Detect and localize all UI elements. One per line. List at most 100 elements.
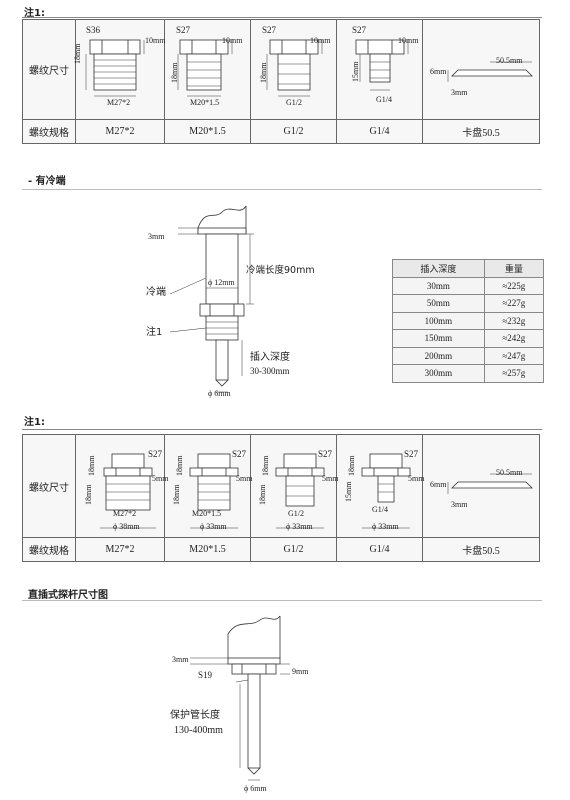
thread-h-3: 18mm <box>259 62 268 83</box>
thread-h3-3: 18mm <box>258 484 267 505</box>
weight-table: 插入深度 重量 30mm≈225g 50mm≈227g 100mm≈232g 1… <box>392 259 545 383</box>
hex3-2: S27 <box>232 449 247 459</box>
spec-label: 螺纹规格 <box>22 119 76 144</box>
section2-title: - 有冷端 <box>28 176 66 187</box>
hex-2: S27 <box>176 25 191 35</box>
hex-1: S36 <box>86 25 101 35</box>
probe-hex: S19 <box>198 670 213 680</box>
direct-probe-drawing <box>190 615 290 781</box>
top-h3-1: 18mm <box>87 455 96 476</box>
thread3-3: G1/2 <box>288 509 304 518</box>
hex-h3-2: 5mm <box>236 474 253 483</box>
thread3-1: M27*2 <box>113 509 137 518</box>
note1-label: 注1 <box>146 327 163 338</box>
thread-h3-4: 15mm <box>344 481 353 502</box>
cold-length-label: 冷端长度90mm <box>246 265 315 276</box>
weight-head-depth: 插入深度 <box>392 259 485 278</box>
thread-h-4: 15mm <box>351 61 360 82</box>
thread3-2: M20*1.5 <box>192 509 222 518</box>
spec-4: G1/4 <box>336 119 423 144</box>
weight-head-weight: 重量 <box>483 259 545 278</box>
weight-row-depth: 200mm <box>392 346 485 365</box>
weight-row-weight: ≈232g <box>483 311 545 330</box>
hex-h3-4: 5mm <box>408 474 425 483</box>
section2-rule <box>22 189 542 190</box>
section1-note: 注1: <box>24 8 45 19</box>
section1-rule <box>22 17 542 18</box>
hex3-1: S27 <box>148 449 163 459</box>
probe-hex-h: 9mm <box>292 667 309 676</box>
weight-row-depth: 100mm <box>392 311 485 330</box>
hex-h-3: 10mm <box>310 36 331 45</box>
spec-clamp: 卡盘50.5 <box>422 119 540 144</box>
weight-row-weight: ≈225g <box>483 276 545 295</box>
thread-2: M20*1.5 <box>190 98 220 107</box>
top-h3-4: 18mm <box>347 455 356 476</box>
section4-rule <box>22 600 542 601</box>
cold-end-sensor-drawing <box>169 205 254 393</box>
weight-row-weight: ≈257g <box>483 364 545 383</box>
weight-row-depth: 150mm <box>392 329 485 348</box>
cold-end-label: 冷端 <box>146 287 166 298</box>
spec-3: G1/2 <box>250 119 337 144</box>
spec3-2: M20*1.5 <box>164 537 251 562</box>
weight-row-depth: 30mm <box>392 276 485 295</box>
dia3-2: ϕ 33mm <box>200 522 227 531</box>
thread-3: G1/2 <box>286 98 302 107</box>
phi12-label: ϕ 12mm <box>208 278 235 287</box>
thread-h3-2: 18mm <box>172 484 181 505</box>
hex-h-4: 10mm <box>398 36 419 45</box>
thread-h-2: 18mm <box>170 62 179 83</box>
clamp-dia-3: 50.5mm <box>496 468 523 477</box>
thread-h-1: 18mm <box>73 43 82 64</box>
hex-3: S27 <box>262 25 277 35</box>
section4-title: 直插式探杆尺寸图 <box>28 590 108 601</box>
fitting3-drawing-1 <box>100 453 156 529</box>
spec3-clamp: 卡盘50.5 <box>422 537 540 562</box>
thread3-4: G1/4 <box>372 505 388 514</box>
fitting-drawing-3 <box>266 39 323 97</box>
clamp-h1-1: 6mm <box>430 67 447 76</box>
section1-table: 螺纹尺寸 螺纹规格 M27*2 M20*1.5 G1/2 G1/4 卡盘50.5 <box>22 19 540 144</box>
top-h3-2: 18mm <box>175 455 184 476</box>
thread-1: M27*2 <box>107 98 131 107</box>
dia3-4: ϕ 33mm <box>372 522 399 531</box>
clamp-h2-3: 3mm <box>451 500 468 509</box>
spec3-1: M27*2 <box>75 537 165 562</box>
weight-row-depth: 50mm <box>392 294 485 313</box>
weight-row-weight: ≈247g <box>483 346 545 365</box>
fitting3-drawing-4 <box>361 453 411 529</box>
dia3-1: ϕ 38mm <box>113 522 140 531</box>
weight-row-weight: ≈242g <box>483 329 545 348</box>
weight-row-weight: ≈227g <box>483 294 545 313</box>
fitting3-drawing-3 <box>275 453 325 529</box>
insert-range-label: 30-300mm <box>250 366 290 376</box>
phi6-label-cold: ϕ 6mm <box>208 389 231 398</box>
spec-1: M27*2 <box>75 119 165 144</box>
clamp-dia-1: 50.5mm <box>496 56 523 65</box>
hex-4: S27 <box>352 25 367 35</box>
section3-rule <box>22 429 542 430</box>
tube-range-label: 130-400mm <box>174 725 223 736</box>
clamp-drawing-3 <box>447 473 533 494</box>
clamp-h2-1: 3mm <box>451 88 468 97</box>
hex3-3: S27 <box>318 449 333 459</box>
insert-depth-label: 插入深度 <box>250 352 290 363</box>
hex-h-1: 10mm <box>145 36 166 45</box>
thread-4: G1/4 <box>376 95 392 104</box>
phi6-label-probe: ϕ 6mm <box>244 784 267 793</box>
fitting-drawing-1 <box>85 39 145 97</box>
spec-2: M20*1.5 <box>164 119 251 144</box>
dia3-3: ϕ 33mm <box>286 522 313 531</box>
tube-length-label: 保护管长度 <box>170 710 220 721</box>
hex-h3-3: 5mm <box>322 474 339 483</box>
fitting-drawing-4 <box>355 39 409 91</box>
top-h3-3: 18mm <box>261 455 270 476</box>
fitting-drawing-2 <box>177 39 233 97</box>
spec3-3: G1/2 <box>250 537 337 562</box>
cold-d-top: 3mm <box>148 232 165 241</box>
hex-h3-1: 5mm <box>152 474 169 483</box>
thread-h3-1: 18mm <box>84 484 93 505</box>
weight-row-depth: 300mm <box>392 364 485 383</box>
clamp-drawing-1 <box>447 61 533 82</box>
